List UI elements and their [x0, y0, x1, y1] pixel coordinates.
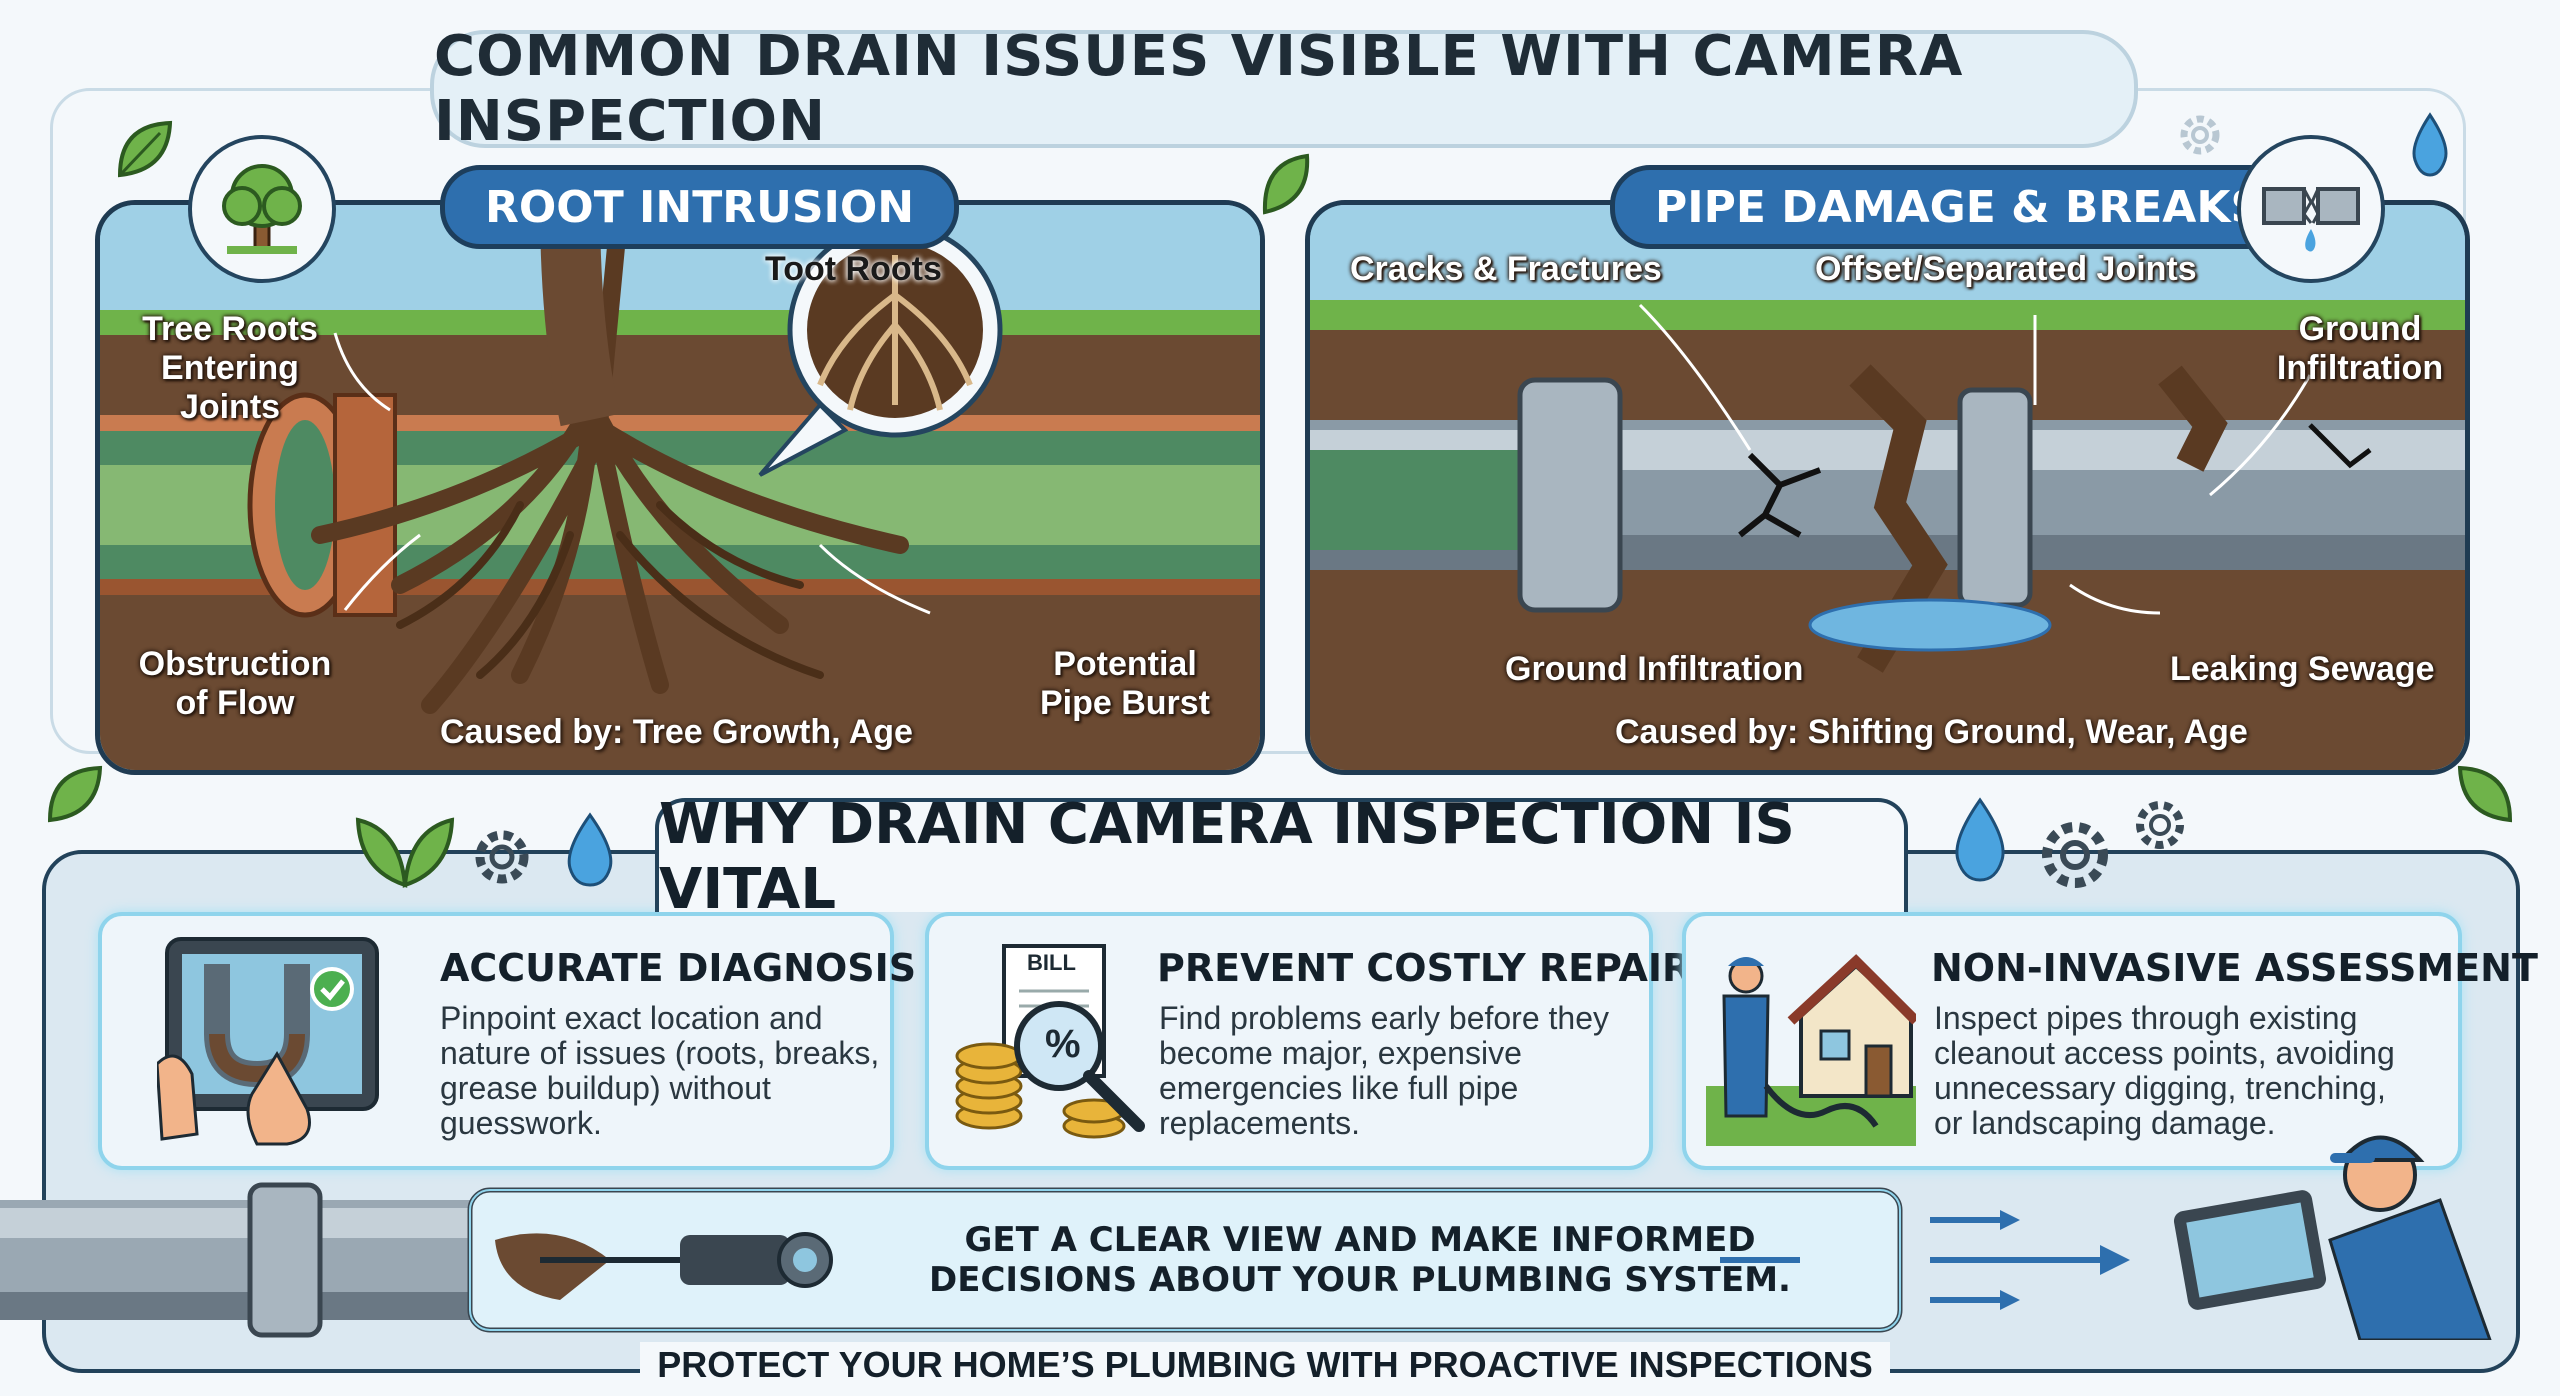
banner-line: GET A CLEAR VIEW AND MAKE INFORMED — [964, 1220, 1756, 1260]
tree-roots-line2: Entering Joints — [161, 349, 299, 426]
card-line: cleanout access points, avoiding — [1934, 1035, 2395, 1071]
main-title: COMMON DRAIN ISSUES VISIBLE WITH CAMERA … — [434, 24, 1964, 154]
card-body-accurate-diagnosis: Pinpoint exact location and nature of is… — [440, 1001, 879, 1141]
card-line: Inspect pipes through existing — [1934, 1000, 2358, 1036]
percent-symbol: % — [1045, 1022, 1081, 1066]
card-non-invasive-assessment: NON-INVASIVE ASSESSMENT Inspect pipes th… — [1682, 912, 2538, 1170]
pipe-burst-line2: Pipe Burst — [1039, 684, 1211, 722]
technician-head-icon — [2330, 1135, 2425, 1212]
ground-infiltration-bottom-label: Ground Infiltration — [1505, 650, 1804, 688]
leaf-icon — [47, 765, 103, 823]
gear-icon — [2180, 115, 2220, 155]
ground-infiltration-line2: Infiltration — [2276, 349, 2444, 387]
card-prevent-costly-repairs: BILL % PREVENT COSTLY REPAIRS Find probl… — [925, 912, 1719, 1170]
card-title-accurate-diagnosis: ACCURATE DIAGNOSIS — [440, 946, 917, 990]
pipe-burst-label: Potential Pipe Burst — [1020, 645, 1230, 723]
root-intrusion-title: ROOT INTRUSION — [440, 165, 960, 249]
pipe-damage-panel: Cracks & Fractures Offset/Separated Join… — [1305, 200, 2470, 775]
ground-infiltration-right-label: Ground Infiltration — [2260, 310, 2460, 388]
card-body-prevent-costly-repairs: Find problems early before they become m… — [1159, 1001, 1609, 1141]
gear-icon — [2042, 822, 2108, 888]
tree-icon — [188, 135, 336, 283]
card-line: become major, expensive — [1159, 1035, 1522, 1071]
card-line: replacements. — [1159, 1105, 1360, 1141]
pipe-camera-illustration — [0, 1182, 2492, 1340]
toot-roots-label: Toot Roots — [765, 250, 942, 288]
card-title-prevent-costly-repairs: PREVENT COSTLY REPAIRS — [1157, 946, 1719, 990]
tablet-inspection-icon — [157, 937, 379, 1146]
water-drop-icon — [567, 812, 613, 887]
obstruction-line1: Obstruction — [138, 645, 332, 683]
bill-label: BILL — [1027, 950, 1076, 975]
card-line: or landscaping damage. — [1934, 1105, 2276, 1141]
card-line: emergencies like full pipe — [1159, 1070, 1519, 1106]
water-drop-icon — [2412, 112, 2448, 177]
tree-roots-line1: Tree Roots — [142, 310, 318, 348]
leaf-pair-icon — [355, 817, 455, 888]
root-caused-by: Caused by: Tree Growth, Age — [440, 713, 913, 751]
card-line: nature of issues (roots, breaks, — [440, 1035, 880, 1071]
card-line: Find problems early before they — [1159, 1000, 1609, 1036]
pipe-burst-line1: Potential — [1053, 645, 1197, 683]
card-line: unnecessary digging, trenching, — [1934, 1070, 2386, 1106]
gear-icon — [475, 830, 529, 884]
bill-coins-icon — [955, 944, 1145, 1139]
cracks-label: Cracks & Fractures — [1350, 250, 1662, 288]
ground-infiltration-line1: Ground — [2298, 310, 2422, 348]
root-intrusion-panel: Toot Roots Tree Roots Entering Joints Ob… — [95, 200, 1265, 775]
pipe-damage-title: PIPE DAMAGE & BREAKS — [1610, 165, 2308, 249]
card-line: grease buildup) without — [440, 1070, 771, 1106]
footer-text: PROTECT YOUR HOME’S PLUMBING WITH PROACT… — [640, 1342, 1890, 1388]
why-title: WHY DRAIN CAMERA INSPECTION IS VITAL — [659, 792, 1795, 922]
house-plumber-icon — [1706, 954, 1916, 1146]
card-line: guesswork. — [440, 1105, 602, 1141]
leaking-sewage-label: Leaking Sewage — [2170, 650, 2435, 688]
card-title-non-invasive-assessment: NON-INVASIVE ASSESSMENT — [1931, 946, 2538, 990]
water-drop-icon — [1955, 797, 2005, 882]
banner-message: GET A CLEAR VIEW AND MAKE INFORMED DECIS… — [860, 1220, 1860, 1300]
main-title-banner: COMMON DRAIN ISSUES VISIBLE WITH CAMERA … — [430, 24, 2138, 154]
broken-pipe-icon — [2237, 135, 2385, 283]
offset-joints-label: Offset/Separated Joints — [1815, 250, 2197, 288]
card-accurate-diagnosis: ACCURATE DIAGNOSIS Pinpoint exact locati… — [98, 912, 916, 1170]
gear-icon — [2136, 801, 2184, 849]
leaf-icon — [117, 120, 173, 178]
banner-line: DECISIONS ABOUT YOUR PLUMBING SYSTEM. — [929, 1260, 1791, 1300]
obstruction-line2: of Flow — [175, 684, 295, 722]
why-title-banner: WHY DRAIN CAMERA INSPECTION IS VITAL — [655, 792, 1908, 922]
card-body-non-invasive-assessment: Inspect pipes through existing cleanout … — [1934, 1001, 2395, 1141]
tree-roots-label: Tree Roots Entering Joints — [125, 310, 335, 427]
card-line: Pinpoint exact location and — [440, 1000, 823, 1036]
obstruction-label: Obstruction of Flow — [130, 645, 340, 723]
leaf-icon — [1262, 153, 1310, 215]
leaf-icon — [2457, 765, 2513, 823]
damage-caused-by: Caused by: Shifting Ground, Wear, Age — [1615, 713, 2248, 751]
